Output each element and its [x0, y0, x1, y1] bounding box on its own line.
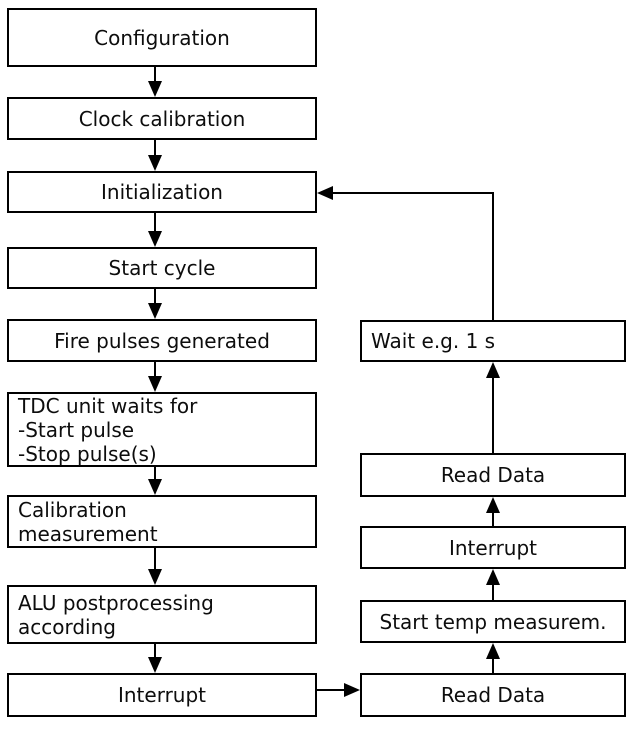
node-start-cycle: Start cycle	[7, 247, 317, 289]
node-interrupt-right-label: Interrupt	[448, 535, 538, 560]
node-start-temp-measurement: Start temp measurem.	[360, 600, 626, 643]
arrow-read-data-bottom-to-start-temp	[486, 643, 500, 673]
arrow-interrupt-right-to-read-data-top	[486, 497, 500, 526]
arrow-start-temp-to-interrupt-right	[486, 569, 500, 600]
node-fire-pulses-generated-label: Fire pulses generated	[54, 328, 270, 353]
node-clock-calibration-label: Clock calibration	[78, 106, 246, 131]
arrow-wait-to-initialization	[317, 186, 494, 320]
node-initialization: Initialization	[7, 171, 317, 213]
node-wait: Wait e.g. 1 s	[360, 320, 626, 362]
node-clock-calibration: Clock calibration	[7, 97, 317, 140]
node-read-data-bottom-label: Read Data	[440, 683, 546, 707]
node-interrupt-left: Interrupt	[7, 673, 317, 717]
node-configuration: Configuration	[7, 8, 317, 67]
node-initialization-label: Initialization	[101, 180, 223, 204]
arrow-calibration-measurement-to-alu	[148, 547, 162, 585]
node-alu-postprocessing-label: ALU postprocessing according	[18, 590, 214, 639]
node-calibration-measurement-label: Calibration measurement	[18, 497, 158, 546]
node-alu-postprocessing: ALU postprocessing according	[7, 585, 317, 644]
node-start-cycle-label: Start cycle	[108, 256, 216, 280]
node-read-data-bottom: Read Data	[360, 673, 626, 717]
node-interrupt-right: Interrupt	[360, 526, 626, 569]
arrow-interrupt-left-to-read-data-bottom	[317, 683, 360, 697]
arrow-clock-calibration-to-initialization	[148, 139, 162, 171]
arrow-configuration-to-clock-calibration	[148, 66, 162, 97]
node-calibration-measurement: Calibration measurement	[7, 495, 317, 548]
node-read-data-top-label: Read Data	[440, 463, 546, 487]
arrow-start-cycle-to-fire-pulses	[148, 288, 162, 319]
node-configuration-label: Configuration	[94, 25, 230, 50]
arrow-fire-pulses-to-tdc-unit	[148, 361, 162, 392]
arrow-initialization-to-start-cycle	[148, 212, 162, 247]
arrow-alu-to-interrupt-left	[148, 643, 162, 673]
arrow-read-data-top-to-wait	[486, 362, 500, 453]
arrow-tdc-unit-to-calibration-measurement	[148, 466, 162, 495]
node-interrupt-left-label: Interrupt	[117, 683, 207, 707]
node-tdc-unit-waits: TDC unit waits for -Start pulse -Stop pu…	[7, 392, 317, 467]
node-wait-label: Wait e.g. 1 s	[371, 329, 496, 353]
node-read-data-top: Read Data	[360, 453, 626, 497]
node-start-temp-measurement-label: Start temp measurem.	[379, 609, 607, 634]
node-tdc-unit-waits-label: TDC unit waits for -Start pulse -Stop pu…	[18, 393, 198, 466]
node-fire-pulses-generated: Fire pulses generated	[7, 319, 317, 362]
